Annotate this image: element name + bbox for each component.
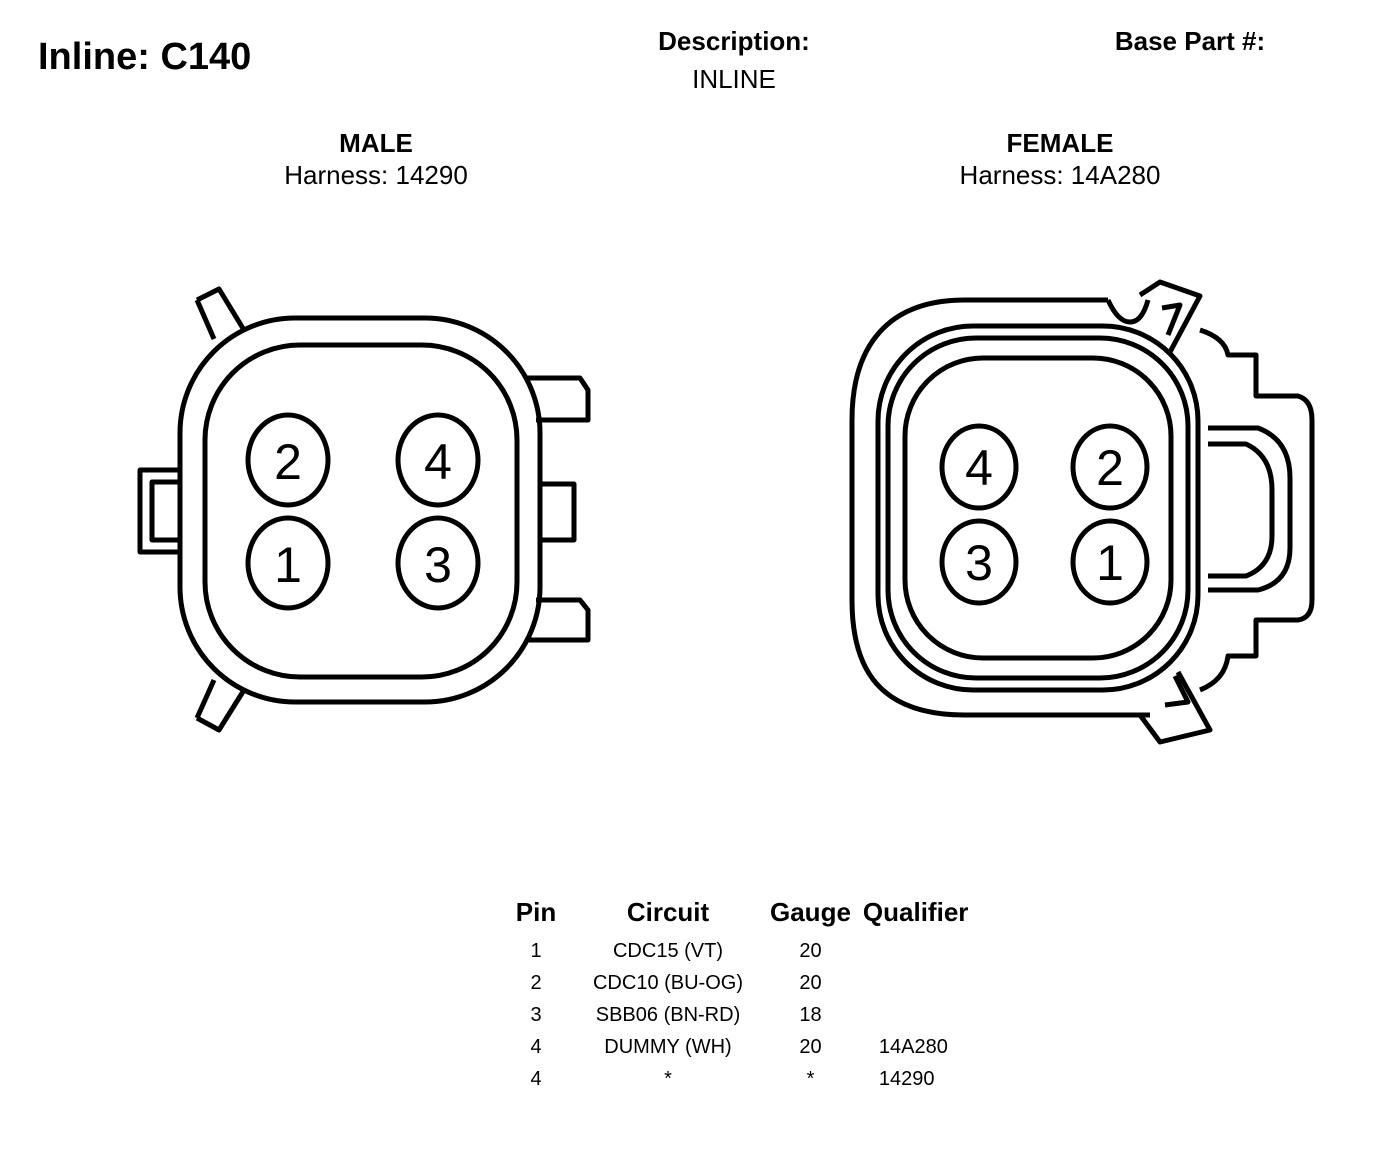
- male-pin-label: 2: [274, 434, 302, 490]
- male-pin-label: 1: [274, 537, 302, 593]
- male-title: MALE: [339, 128, 413, 158]
- pin-cell: 1: [530, 939, 542, 962]
- table-row: 1 CDC15 (VT) 20: [500, 935, 989, 967]
- female-top-latch: [1138, 279, 1203, 354]
- male-pin-cavity: [395, 412, 481, 508]
- male-outer-housing: [177, 315, 543, 705]
- pin-column-header: Pin: [515, 896, 557, 927]
- description-label: Description:: [658, 26, 810, 56]
- female-pin-label: 2: [1096, 440, 1124, 496]
- female-pin-cavity: [939, 518, 1019, 606]
- gauge-cell: 18: [799, 1003, 822, 1026]
- qualifier-cell: 14290: [878, 1067, 935, 1090]
- female-bottom-latch: [1137, 670, 1213, 745]
- pin-cell: 2: [530, 971, 542, 994]
- gauge-cell: 20: [799, 939, 822, 962]
- qualifier-cell: 14A280: [878, 1035, 948, 1058]
- male-connector: [137, 286, 591, 733]
- circuit-column-header: Circuit: [626, 896, 710, 927]
- pin-table-header-row: Pin Circuit Gauge Qualifier: [500, 895, 989, 935]
- male-bottom-latch: [195, 688, 247, 733]
- male-right-tab-mid: [540, 481, 577, 543]
- male-pin-cavity: [245, 412, 331, 508]
- male-right-tab-bottom: [527, 597, 591, 643]
- qualifier-cell: [857, 935, 989, 967]
- gauge-cell: *: [806, 1067, 815, 1090]
- circuit-cell: DUMMY (WH): [604, 1035, 732, 1058]
- pin-cell: 3: [530, 1003, 542, 1026]
- circuit-cell: CDC15 (VT): [612, 939, 723, 962]
- gauge-cell: 20: [799, 1035, 822, 1058]
- qualifier-cell: [857, 999, 989, 1031]
- female-title: FEMALE: [1006, 128, 1114, 158]
- male-inner-face: [202, 342, 520, 680]
- circuit-cell: SBB06 (BN-RD): [595, 1003, 741, 1026]
- pin-table: Pin Circuit Gauge Qualifier 1 CDC15 (VT)…: [500, 895, 989, 1095]
- male-pin-cavities: [245, 412, 481, 611]
- circuit-cell: *: [664, 1067, 672, 1090]
- table-row: 3 SBB06 (BN-RD) 18: [500, 999, 989, 1031]
- table-row: 2 CDC10 (BU-OG) 20: [500, 967, 989, 999]
- male-right-tab-top: [527, 375, 591, 423]
- male-top-latch: [195, 286, 247, 332]
- female-second-ring: [875, 323, 1201, 693]
- qualifier-column-header: Qualifier: [862, 896, 969, 927]
- table-row: 4 DUMMY (WH) 20 14A280: [500, 1031, 989, 1063]
- base-part-label: Base Part #:: [1114, 26, 1266, 56]
- female-inner-face: [902, 355, 1174, 661]
- description-value: INLINE: [692, 64, 776, 94]
- female-pin-cavity: [939, 423, 1019, 511]
- circuit-cell: CDC10 (BU-OG): [592, 971, 743, 994]
- female-pin-label: 1: [1096, 535, 1124, 591]
- female-outer-housing: [849, 297, 1150, 718]
- female-pin-cavity: [1070, 518, 1150, 606]
- female-pin-label: 3: [965, 535, 993, 591]
- pin-cell: 4: [530, 1035, 542, 1058]
- table-row: 4 * * 14290: [500, 1063, 989, 1095]
- page-title: Inline: C140: [38, 36, 252, 78]
- male-pin-cavity: [395, 515, 481, 611]
- female-pin-label: 4: [965, 440, 993, 496]
- female-right-lock: [1199, 327, 1315, 693]
- gauge-column-header: Gauge: [770, 896, 851, 927]
- gauge-cell: 20: [799, 971, 822, 994]
- pin-cell: 4: [530, 1067, 542, 1090]
- female-connector: [849, 279, 1315, 745]
- female-harness: Harness: 14A280: [959, 160, 1161, 190]
- male-harness: Harness: 14290: [284, 160, 468, 190]
- male-left-key: [137, 467, 180, 555]
- male-pin-label: 3: [424, 537, 452, 593]
- qualifier-cell: [857, 967, 989, 999]
- female-pin-cavities: [939, 423, 1150, 606]
- male-pin-label: 4: [424, 434, 452, 490]
- female-pin-cavity: [1070, 423, 1150, 511]
- male-pin-cavity: [245, 515, 331, 611]
